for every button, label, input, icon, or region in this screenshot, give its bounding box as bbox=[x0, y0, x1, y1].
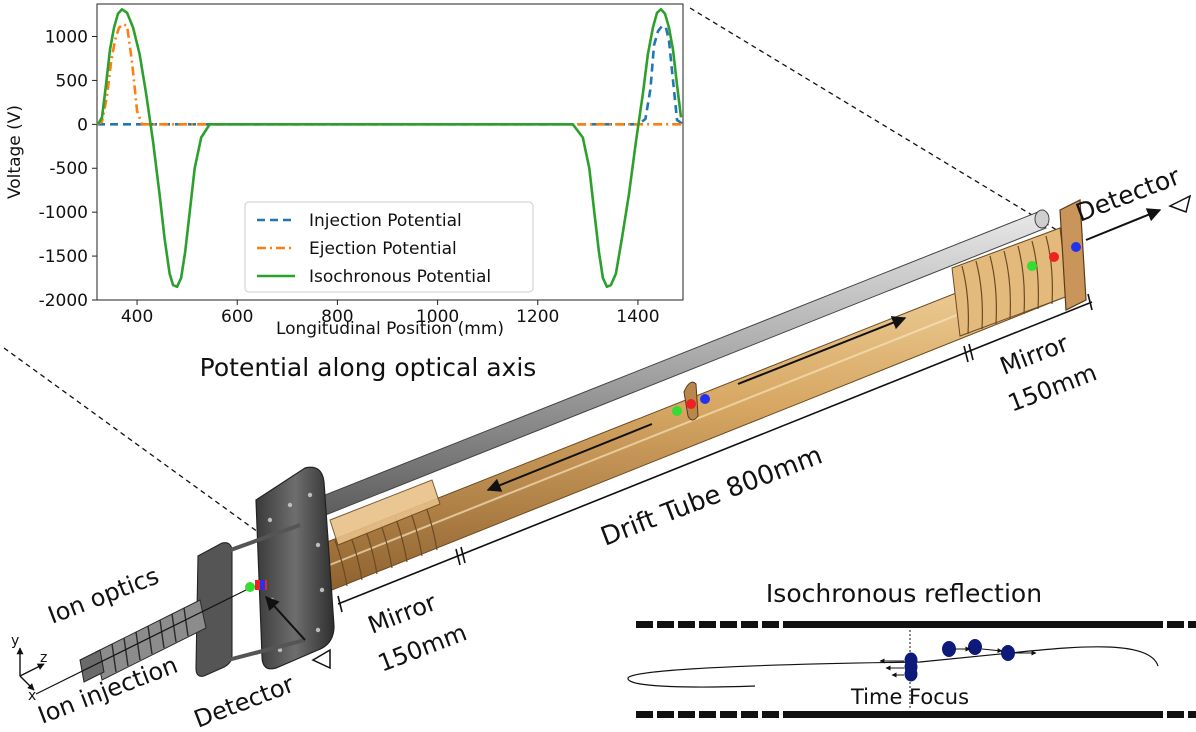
electrode-bar bbox=[783, 711, 1163, 718]
dimension-lines bbox=[337, 293, 1093, 613]
label-detector-exit: Detector bbox=[1072, 161, 1185, 227]
plot-caption: Potential along optical axis bbox=[200, 353, 537, 382]
electrode-bar bbox=[699, 621, 716, 628]
y-tick-label: -1000 bbox=[39, 203, 88, 223]
end-flange-right bbox=[1059, 199, 1087, 311]
drift-tube-highlight bbox=[321, 273, 1061, 569]
x-tick-label: 600 bbox=[221, 307, 253, 327]
axis-label-z: z bbox=[40, 650, 47, 666]
y-tick-label: -1500 bbox=[39, 247, 88, 267]
zoom-line-left bbox=[3, 347, 259, 533]
electrode-bar bbox=[720, 711, 737, 718]
y-tick-label: 500 bbox=[56, 71, 88, 91]
flange-main bbox=[255, 466, 335, 670]
x-tick-label: 800 bbox=[321, 307, 353, 327]
electrode-bar bbox=[657, 711, 674, 718]
electrode-bar bbox=[762, 621, 779, 628]
legend-label-1: Injection Potential bbox=[309, 211, 462, 231]
x-axis-label: Longitudinal Position (mm) bbox=[276, 319, 504, 339]
isochronous-inset: Isochronous reflection Time Focus bbox=[627, 579, 1196, 718]
electrode-bar bbox=[720, 621, 737, 628]
coordinate-axes bbox=[16, 647, 45, 691]
mirror-electrodes-right bbox=[961, 235, 1053, 335]
exit-arrow-right bbox=[1085, 208, 1162, 241]
ion-bunch-dispersed bbox=[942, 641, 956, 657]
electrode-bar bbox=[762, 711, 779, 718]
label-ion-optics: Ion optics bbox=[44, 562, 163, 630]
x-tick-label: 1400 bbox=[616, 307, 659, 327]
x-tick-label: 400 bbox=[121, 307, 153, 327]
rod-end-cap bbox=[1034, 209, 1050, 229]
ion-blue-center bbox=[700, 394, 710, 404]
time-focus-label: Time Focus bbox=[850, 685, 969, 709]
series-line-3 bbox=[96, 8, 683, 289]
potential-chart: 400 600 800 1000 1200 1400 1000 500 0 -500 -1000 -… bbox=[5, 3, 684, 339]
axis-label-y: y bbox=[11, 633, 19, 649]
x-ticks: 400 600 800 1000 1200 1400 bbox=[121, 300, 660, 327]
ion-red-center bbox=[686, 399, 696, 409]
legend-label-2: Ejection Potential bbox=[309, 239, 457, 259]
y-tick-label: 1000 bbox=[45, 27, 88, 47]
electrode-bar bbox=[1167, 621, 1184, 628]
ion-green-center bbox=[672, 406, 682, 416]
electrode-row-top bbox=[636, 621, 1196, 628]
electrode-bar bbox=[678, 621, 695, 628]
y-ticks: 1000 500 0 -500 -1000 -1500 -2000 bbox=[39, 27, 97, 311]
electrode-bar bbox=[1167, 711, 1184, 718]
legend-label-3: Isochronous Potential bbox=[309, 267, 491, 287]
electrode-bar bbox=[783, 621, 1163, 628]
mirror-left-upper bbox=[329, 479, 441, 546]
axis-label-x: x bbox=[28, 688, 36, 704]
x-tick-label: 1200 bbox=[516, 307, 559, 327]
ion-blue-right bbox=[1071, 242, 1081, 252]
y-tick-label: -500 bbox=[49, 159, 88, 179]
inset-ion-bunches bbox=[904, 639, 1015, 682]
flight-arrow-return bbox=[486, 423, 653, 492]
flange-rear bbox=[195, 542, 233, 677]
electrode-bar bbox=[699, 711, 716, 718]
electrode-bar bbox=[741, 621, 758, 628]
inset-velocity-arrows bbox=[879, 646, 1037, 678]
ion-green-injection bbox=[245, 582, 255, 592]
support-bar-2 bbox=[227, 638, 306, 662]
ion-trajectory bbox=[627, 646, 1159, 688]
x-tick-label: 1000 bbox=[416, 307, 459, 327]
y-axis-label: Voltage (V) bbox=[5, 105, 25, 199]
zoom-line-right bbox=[689, 7, 1061, 233]
injection-beamline bbox=[35, 587, 251, 695]
mr-tof-device bbox=[35, 194, 1192, 695]
electrode-bar bbox=[636, 711, 653, 718]
ion-stack-blue bbox=[260, 580, 265, 590]
electrode-bar bbox=[657, 621, 674, 628]
electrode-bar bbox=[1188, 621, 1196, 628]
y-tick-label: 0 bbox=[77, 115, 88, 135]
ion-bunch-dispersed bbox=[1001, 645, 1015, 661]
ion-bunch-focused bbox=[904, 666, 918, 682]
electrode-bar bbox=[636, 621, 653, 628]
electrode-bar bbox=[678, 711, 695, 718]
label-detector-entry: Detector bbox=[190, 670, 298, 732]
series-group bbox=[96, 8, 684, 289]
electrode-bar bbox=[1188, 711, 1196, 718]
ion-green-right bbox=[1027, 261, 1037, 271]
legend-box bbox=[244, 201, 534, 293]
ion-red-right bbox=[1049, 252, 1059, 262]
flight-arrow-forward bbox=[737, 316, 907, 385]
electrode-row-bottom bbox=[636, 711, 1196, 718]
support-bar-1 bbox=[224, 523, 301, 554]
detector-right-icon bbox=[1168, 194, 1192, 213]
return-arrow-left bbox=[265, 595, 306, 641]
y-tick-label: -2000 bbox=[39, 291, 88, 311]
ion-bunch-dispersed bbox=[968, 639, 982, 655]
electrode-bar bbox=[741, 711, 758, 718]
detector-left-icon bbox=[311, 648, 331, 670]
inset-title: Isochronous reflection bbox=[766, 579, 1042, 608]
